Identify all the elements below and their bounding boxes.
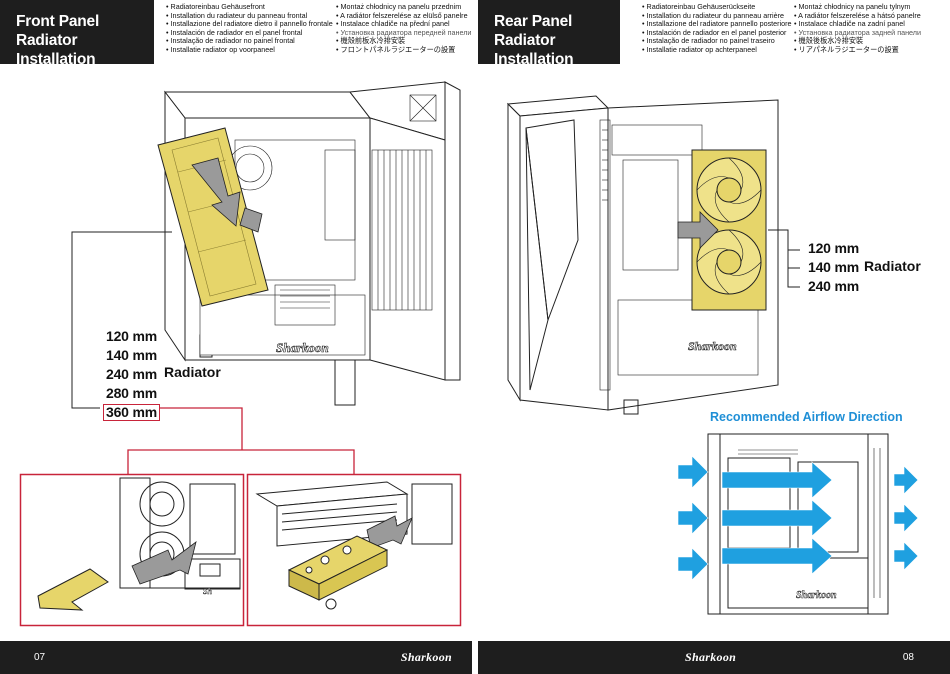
- size-240: 240 mm: [808, 278, 859, 294]
- lang-jp: リアパネルラジエーターの設置: [794, 45, 921, 55]
- size-280: 280 mm: [106, 385, 157, 401]
- lang-hu: A radiátor felszerelése az elülső panelr…: [336, 11, 471, 21]
- title-line-2: Radiator Installation: [494, 32, 574, 68]
- sharkoon-logo-left: Sharkoon: [400, 650, 452, 664]
- page-left: Front Panel Radiator Installation Radiat…: [0, 0, 472, 674]
- size-140: 140 mm: [808, 259, 859, 275]
- size-360-highlighted: 360 mm: [103, 404, 160, 421]
- size-120: 120 mm: [106, 328, 157, 344]
- rear-radiator-case-illustration: Sharkoon: [506, 95, 800, 415]
- lang-pl: Montaż chłodnicy na panelu przednim: [336, 2, 471, 12]
- lang-nl: Installatie radiator op voorpaneel: [166, 45, 333, 55]
- lang-de: Radiatoreinbau Gehäusefront: [166, 2, 333, 12]
- language-list-1: Radiatoreinbau Gehäuserückseite Installa…: [642, 2, 792, 55]
- page-gutter: [472, 0, 478, 674]
- lang-cz: Instalace chladiče na zadní panel: [794, 20, 921, 29]
- title-line-1: Rear Panel: [494, 13, 573, 30]
- lang-cz: Instalace chladiče na přední panel: [336, 20, 471, 29]
- rear-radiator-size-list: 120 mm 140 mm 240 mm: [808, 239, 859, 296]
- detail-box-bracket-installation: [246, 473, 462, 627]
- footer-bar-right: Sharkoon 08: [478, 641, 950, 674]
- lang-tw: 機殼前板水冷排安裝: [336, 37, 471, 46]
- front-radiator-label: Radiator: [164, 364, 221, 380]
- page-number-right: 08: [902, 652, 914, 663]
- detail-box-bracket-removal: Sh: [19, 473, 245, 627]
- exhaust-arrow-bottom-icon: [893, 541, 919, 571]
- lang-hu: A radiátor felszerelése a hátsó panelre: [794, 11, 921, 21]
- lang-fr: Installation du radiateur du panneau fro…: [166, 11, 333, 21]
- footer-bar-left: 07 Sharkoon: [0, 641, 472, 674]
- lang-es: Instalación de radiador en el panel post…: [642, 28, 792, 38]
- airflow-title: Recommended Airflow Direction: [710, 410, 903, 424]
- language-list-1: Radiatoreinbau Gehäusefront Installation…: [166, 2, 333, 55]
- rear-panel-title-box: Rear Panel Radiator Installation: [478, 0, 620, 68]
- lang-tw: 機殼後板水冷排安裝: [794, 37, 921, 46]
- lang-pt: Instalação de radiador no painel traseir…: [642, 37, 792, 46]
- lang-it: Installazione del radiatore dietro il pa…: [166, 20, 333, 29]
- lang-de: Radiatoreinbau Gehäuserückseite: [642, 2, 792, 12]
- rear-radiator-label: Radiator: [864, 258, 921, 274]
- page-right: Rear Panel Radiator Installation Radiato…: [478, 0, 950, 674]
- intake-arrow-bottom-icon: [677, 547, 709, 581]
- title-line-1: Front Panel: [16, 13, 100, 30]
- airflow-diagram: Sharkoon: [677, 433, 919, 615]
- case-logo-emblem: Sharkoon: [276, 340, 329, 355]
- lang-fr: Installation du radiateur du panneau arr…: [642, 11, 792, 21]
- language-list-2: Montaż chłodnicy na panelu tylnym A radi…: [794, 2, 922, 55]
- lang-es: Instalación de radiador en el panel fron…: [166, 28, 333, 38]
- flow-arrow-bottom-icon: [721, 537, 833, 575]
- intake-arrow-middle-icon: [677, 501, 709, 535]
- size-140: 140 mm: [106, 347, 157, 363]
- lang-ru: Установка радиатора задней панели: [794, 28, 922, 38]
- intake-arrow-top-icon: [677, 455, 709, 489]
- lang-pl: Montaż chłodnicy na panelu tylnym: [794, 2, 921, 12]
- case-logo-emblem: Sharkoon: [688, 339, 737, 353]
- flow-arrow-top-icon: [721, 461, 833, 499]
- size-120: 120 mm: [808, 240, 859, 256]
- exhaust-arrow-top-icon: [893, 465, 919, 495]
- exhaust-arrow-middle-icon: [893, 503, 919, 533]
- lang-jp: フロントパネルラジエーターの設置: [336, 45, 471, 55]
- airflow-case-logo: Sharkoon: [796, 590, 837, 601]
- lang-nl: Installatie radiator op achterpaneel: [642, 45, 792, 55]
- title-line-2: Radiator Installation: [16, 32, 96, 68]
- lang-pt: Instalação de radiador no painel frontal: [166, 37, 333, 46]
- front-radiator-size-list: 120 mm 140 mm 240 mm 280 mm 360 mm: [103, 327, 160, 422]
- lang-it: Installazione del radiatore pannello pos…: [642, 20, 792, 29]
- front-radiator-case-illustration: Sharkoon: [71, 81, 461, 474]
- flow-arrow-middle-icon: [721, 499, 833, 537]
- front-panel-title-box: Front Panel Radiator Installation: [0, 0, 154, 68]
- language-list-2: Montaż chłodnicy na panelu przednim A ra…: [336, 2, 472, 55]
- detail-logo-emblem: Sh: [203, 587, 212, 596]
- sharkoon-logo-right: Sharkoon: [685, 650, 737, 664]
- size-240: 240 mm: [106, 366, 157, 382]
- lang-ru: Установка радиатора передней панели: [336, 28, 472, 38]
- page-number-left: 07: [34, 652, 46, 663]
